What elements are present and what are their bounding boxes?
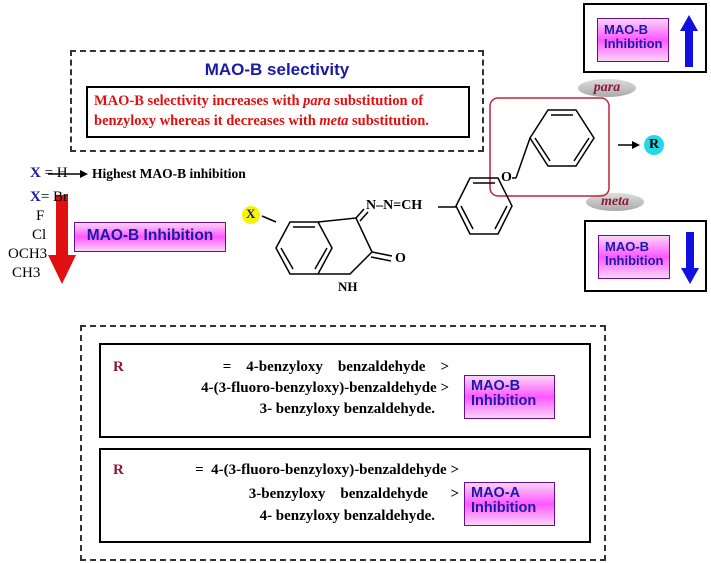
badge-line-2: Inhibition [604,35,663,51]
selectivity-line-1: MAO-B selectivity increases with para su… [94,93,423,110]
left-maob-badge: MAO-B Inhibition [74,222,226,252]
selectivity-statement-box: MAO-B selectivity increases with para su… [86,86,470,138]
nh-label: NH [338,279,358,294]
order-box-2: R = 4-(3-fluoro-benzyloxy)-benzaldehyde … [99,448,591,543]
bottom2-maoa-badge: MAO-A Inhibition [464,482,555,526]
badge-line-1: MAO-B [471,378,521,394]
r-group-label: R [649,137,660,152]
badge-line-1: MAO-B [604,22,649,37]
line1-text-c: substitution of [330,93,424,109]
cl-value: Cl [32,227,47,243]
line2-text-c: substitution. [348,113,429,129]
br-value: = Br [40,189,69,205]
x-atom-label: X [246,206,256,221]
down-arrow-icon [681,232,699,284]
para-oval: para [578,79,636,97]
x-substituent-list: X= Br F Cl OCH3 CH3 [8,188,68,283]
badge-line-2: Inhibition [471,500,537,517]
badge-line-2: Inhibition [471,393,537,410]
h-value: = H [40,165,68,181]
r-label: R [113,359,124,375]
bottom1-maob-badge: MAO-B Inhibition [464,375,555,419]
top-right-maob-badge: MAO-B Inhibition [597,18,669,62]
order-box-1: R = 4-benzyloxy benzaldehyde > 4-(3-fluo… [99,343,591,438]
ch3-value: CH3 [12,265,41,281]
order1-line-1: = 4-benzyloxy benzaldehyde > [222,359,449,375]
line1-para: para [303,93,331,109]
ether-oxygen: O [501,170,512,185]
benzylidene-ring [455,177,513,235]
order2-line-3: 4- benzyloxy benzaldehyde. [259,508,435,524]
r-group-circle [644,135,664,155]
line2-text-a: benzyloxy whereas it decreases with [94,113,320,129]
x-circle [242,206,260,224]
x-label: X [30,189,41,205]
och3-value: OCH3 [8,246,48,262]
x-label: X [30,165,41,181]
isatin-benzene [261,206,456,275]
selectivity-line-2: benzyloxy whereas it decreases with meta… [94,113,429,130]
f-value: F [36,208,45,224]
order2-line-2: 3-benzyloxy benzaldehyde > [248,486,459,502]
selectivity-box: MAO-B selectivity MAO-B selectivity incr… [70,50,484,152]
order-container [80,325,606,561]
line1-text-a: MAO-B selectivity increases with [94,93,304,109]
x-br-row: X= Br [30,188,68,207]
benzyl-ring [512,109,595,179]
badge-line-1: MAO-B [605,239,650,254]
badge-line-1: MAO-A [471,485,521,501]
benzyloxy-highlight [489,97,610,197]
order2-line-1: = 4-(3-fluoro-benzyloxy)-benzaldehyde > [195,462,459,478]
middle-right-maob-box: MAO-B Inhibition [584,220,707,292]
highest-inhibition-text: Highest MAO-B inhibition [92,166,246,181]
up-arrow-icon [680,15,698,67]
x-equals-h-row: X = H [30,165,68,182]
carbonyl-oxygen: O [395,251,406,266]
order1-line-3: 3- benzyloxy benzaldehyde. [259,401,435,417]
selectivity-title: MAO-B selectivity [204,60,350,79]
top-right-maob-box: MAO-B Inhibition [583,3,707,73]
middle-right-maob-badge: MAO-B Inhibition [598,235,670,279]
red-down-arrow [48,195,76,284]
order1-line-2: 4-(3-fluoro-benzyloxy)-benzaldehyde > [201,380,449,396]
badge-line-2: Inhibition [605,252,664,268]
meta-oval: meta [586,193,644,211]
r-label: R [113,462,124,478]
line2-meta: meta [319,113,349,129]
azine-label: N–N=CH [366,198,423,213]
